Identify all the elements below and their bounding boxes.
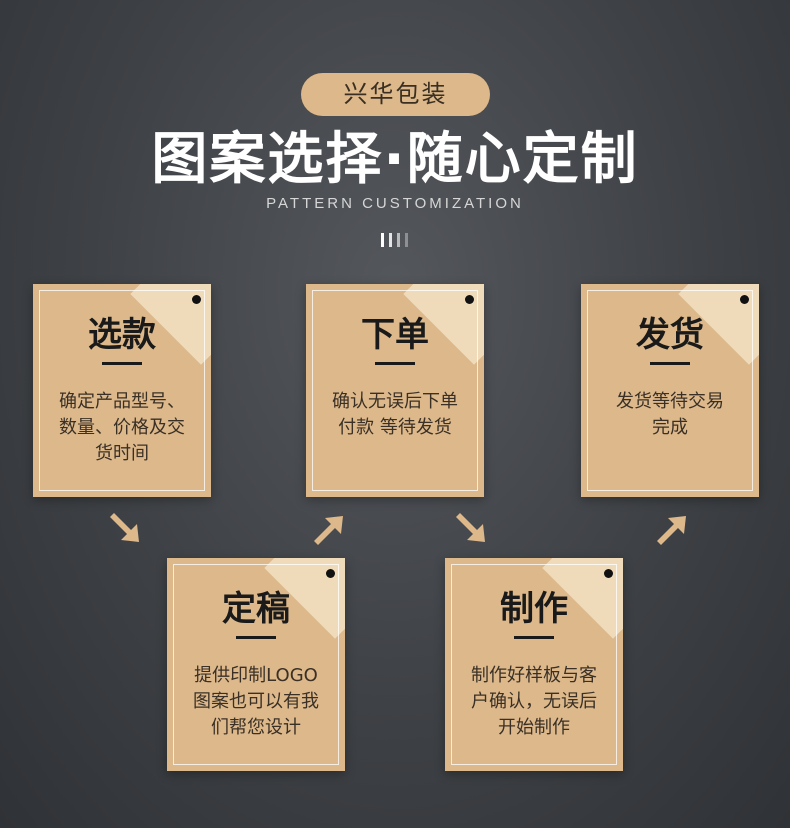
brand-badge: 兴华包装 bbox=[301, 73, 490, 116]
step-underline bbox=[375, 362, 415, 365]
step-underline bbox=[102, 362, 142, 365]
step-description: 制作好样板与客 户确认，无误后 开始制作 bbox=[471, 665, 597, 738]
pin-dot-icon bbox=[465, 295, 474, 304]
step-title: 下单 bbox=[361, 315, 429, 355]
arrow-down-right-icon bbox=[456, 513, 485, 542]
step-underline bbox=[236, 636, 276, 639]
page-title: 图案选择·随心定制 bbox=[151, 127, 639, 192]
arrow-up-right-icon bbox=[657, 516, 686, 545]
step-title: 发货 bbox=[636, 315, 704, 355]
pin-dot-icon bbox=[326, 569, 335, 578]
step-description: 提供印制LOGO 图案也可以有我 们帮您设计 bbox=[193, 665, 319, 738]
card-frame bbox=[173, 564, 339, 765]
step-title: 定稿 bbox=[222, 589, 290, 629]
card-frame bbox=[451, 564, 617, 765]
pin-dot-icon bbox=[740, 295, 749, 304]
step-title: 选款 bbox=[88, 315, 156, 355]
step-card-produce: 制作 制作好样板与客 户确认，无误后 开始制作 bbox=[445, 558, 623, 771]
pin-dot-icon bbox=[604, 569, 613, 578]
arrow-up-right-icon bbox=[314, 516, 343, 545]
step-card-order: 下单 确认无误后下单 付款 等待发货 bbox=[306, 284, 484, 497]
card-frame bbox=[312, 290, 478, 491]
page-subtitle: PATTERN CUSTOMIZATION bbox=[266, 195, 524, 212]
step-description: 确认无误后下单 付款 等待发货 bbox=[332, 391, 458, 438]
card-frame bbox=[587, 290, 753, 491]
card-frame bbox=[39, 290, 205, 491]
step-underline bbox=[650, 362, 690, 365]
step-description: 确定产品型号、 数量、价格及交 货时间 bbox=[59, 391, 185, 464]
step-underline bbox=[514, 636, 554, 639]
arrow-down-right-icon bbox=[110, 513, 139, 542]
pin-dot-icon bbox=[192, 295, 201, 304]
step-title: 制作 bbox=[500, 589, 568, 629]
step-card-finalize: 定稿 提供印制LOGO 图案也可以有我 们帮您设计 bbox=[167, 558, 345, 771]
step-card-ship: 发货 发货等待交易 完成 bbox=[581, 284, 759, 497]
divider-bars bbox=[381, 233, 411, 247]
step-card-select: 选款 确定产品型号、 数量、价格及交 货时间 bbox=[33, 284, 211, 497]
step-description: 发货等待交易 完成 bbox=[616, 391, 724, 438]
